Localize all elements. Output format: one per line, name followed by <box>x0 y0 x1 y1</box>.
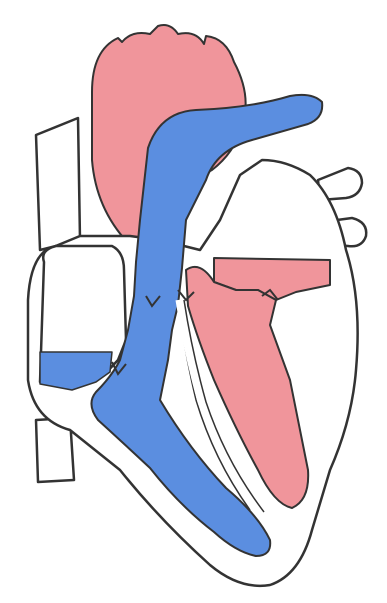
superior-vena-cava <box>36 118 80 250</box>
